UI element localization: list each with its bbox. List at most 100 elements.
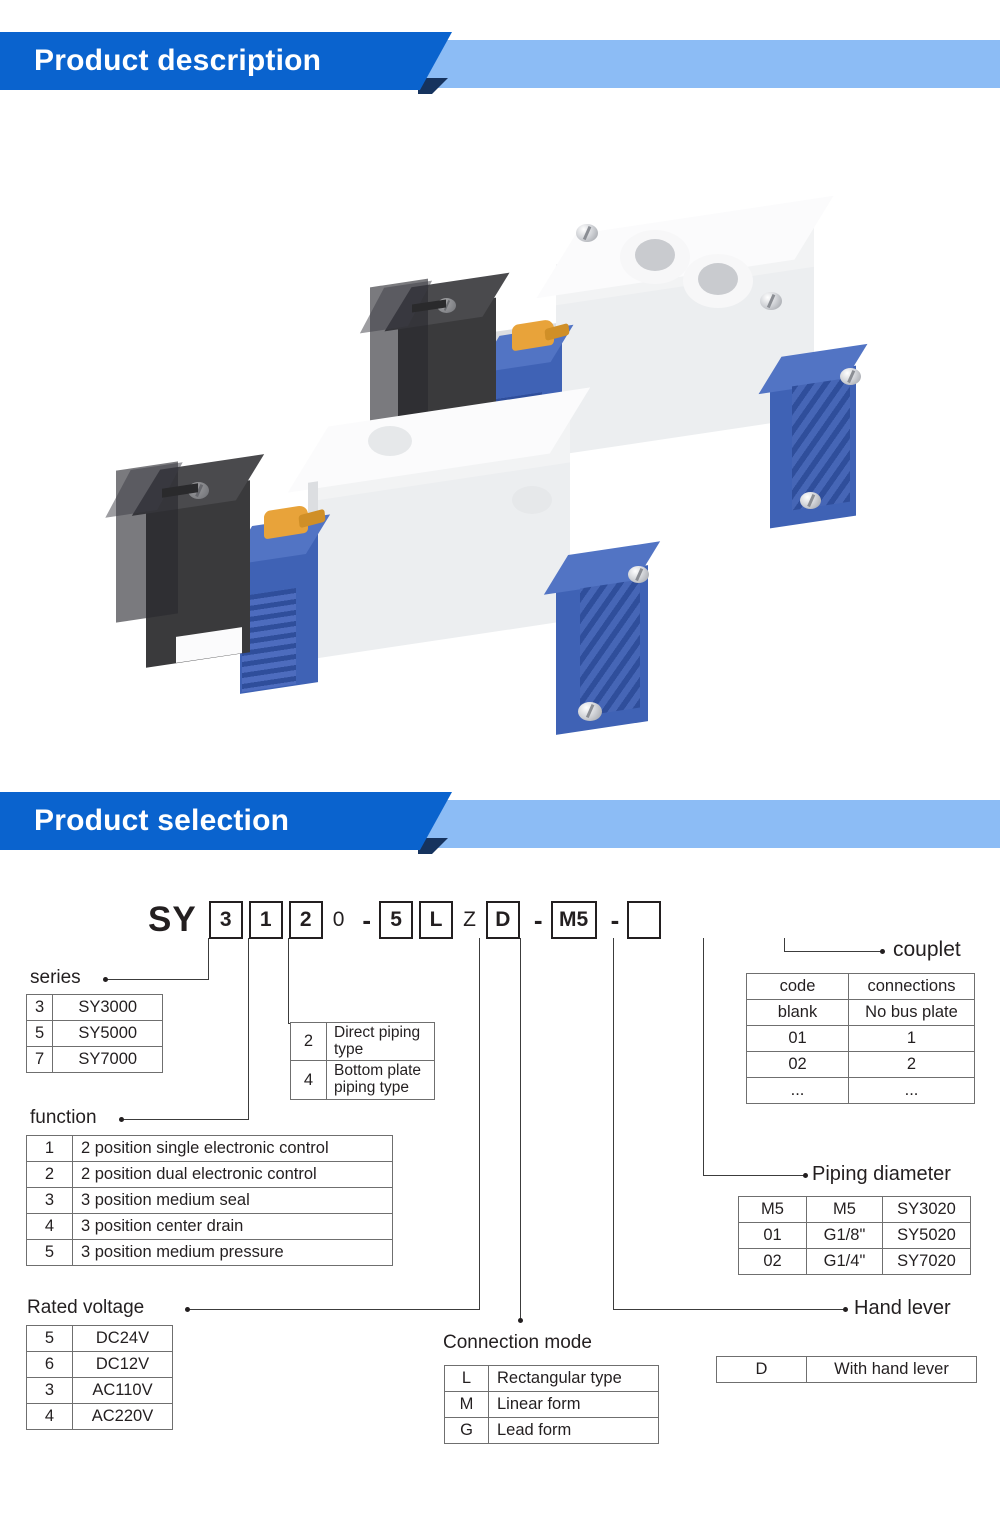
valve-lower-cap-screw-bottom (578, 702, 602, 721)
section-banner-description: Product description (0, 32, 1000, 94)
series-value-1: SY5000 (52, 1020, 164, 1047)
table-row: 5 DC24V (26, 1325, 173, 1352)
model-code-row: SY 3 1 2 0 - 5 L Z D - M5 - (148, 900, 667, 940)
valve-lower-cap-screw-top (628, 566, 649, 583)
couplet-header-connections: connections (848, 973, 975, 1000)
banner-dark-panel: Product description (0, 32, 452, 90)
leader-piping-diameter-dot (803, 1173, 808, 1178)
banner-light-stripe (400, 40, 1000, 88)
model-code-box-hand-lever[interactable]: D (485, 901, 520, 939)
model-code-dash-3: - (610, 905, 620, 935)
model-code-box-voltage[interactable]: 5 (379, 901, 414, 939)
model-code-box-couplet[interactable] (627, 901, 662, 939)
couplet-header-code: code (746, 973, 849, 1000)
piping-diameter-size-1: G1/8" (806, 1222, 883, 1249)
table-row: 7 SY7000 (25, 1046, 164, 1073)
table-row: 6 DC12V (26, 1351, 173, 1378)
table-row: D With hand lever (716, 1356, 977, 1383)
series-value-2: SY7000 (52, 1046, 164, 1073)
piping-diameter-model-0: SY3020 (882, 1196, 971, 1223)
function-code-1: 2 (26, 1161, 73, 1188)
table-row: 4 AC220V (26, 1403, 173, 1430)
label-connection-mode: Connection mode (443, 1332, 592, 1353)
table-rated-voltage: 5 DC24V 6 DC12V 3 AC110V 4 AC220V (26, 1325, 173, 1430)
model-code-prefix: SY (148, 900, 197, 939)
couplet-value-0: No bus plate (848, 999, 975, 1026)
piping-diameter-code-0: M5 (738, 1196, 807, 1223)
piping-diameter-model-2: SY7020 (882, 1248, 971, 1275)
table-row: 4 3 position center drain (26, 1213, 393, 1240)
valve-lower (0, 110, 1000, 770)
connection-code-0: L (444, 1365, 489, 1392)
table-row: 3 AC110V (26, 1377, 173, 1404)
leader-series-h (106, 979, 209, 981)
connection-code-1: M (444, 1391, 489, 1418)
function-value-3: 3 position center drain (72, 1213, 393, 1240)
table-hand-lever: D With hand lever (716, 1356, 977, 1383)
leader-hand-lever-h (613, 1309, 845, 1311)
model-code-box-series[interactable]: 3 (208, 901, 243, 939)
table-row: 2 2 position dual electronic control (26, 1161, 393, 1188)
leader-couplet-dot (880, 949, 885, 954)
function-code-2: 3 (26, 1187, 73, 1214)
series-code-2: 7 (25, 1046, 54, 1073)
valve-lower-port-rear (512, 486, 552, 514)
table-connection-mode: L Rectangular type M Linear form G Lead … (444, 1365, 659, 1444)
model-code-dash-2: - (533, 905, 543, 935)
leader-function-dot (119, 1117, 124, 1122)
couplet-value-1: 1 (848, 1025, 975, 1052)
function-code-4: 5 (26, 1239, 73, 1266)
piping-diameter-size-2: G1/4" (806, 1248, 883, 1275)
model-code-z: Z (463, 908, 476, 931)
leader-function-v (248, 938, 250, 1120)
valve-lower-blue-ribs (242, 587, 296, 693)
valve-upper-cap-screw-top (840, 368, 861, 385)
table-row: 02 2 (746, 1051, 975, 1078)
label-function: function (30, 1107, 97, 1128)
banner-dark-panel-2: Product selection (0, 792, 452, 850)
table-row: M Linear form (444, 1391, 659, 1418)
model-code-box-connection[interactable]: L (419, 901, 454, 939)
label-series: series (30, 967, 81, 988)
valve-upper-port-b-bore (698, 263, 738, 295)
model-code-box-function[interactable]: 1 (248, 901, 283, 939)
connection-value-1: Linear form (488, 1391, 659, 1418)
voltage-value-0: DC24V (72, 1325, 173, 1352)
leader-piping-diameter-h (703, 1175, 805, 1177)
table-row: 01 1 (746, 1025, 975, 1052)
leader-voltage-v (479, 938, 481, 1310)
table-row: 02 G1/4" SY7020 (738, 1248, 971, 1275)
table-row: 4 Bottom plate piping type (290, 1060, 435, 1100)
table-row: 1 2 position single electronic control (26, 1135, 393, 1162)
function-value-0: 2 position single electronic control (72, 1135, 393, 1162)
label-rated-voltage: Rated voltage (27, 1297, 145, 1318)
series-code-1: 5 (25, 1020, 54, 1047)
leader-connection-dot (518, 1318, 523, 1323)
connection-value-2: Lead form (488, 1417, 659, 1444)
leader-couplet-h (784, 951, 882, 953)
piping-type-value-1: Bottom plate piping type (326, 1060, 435, 1100)
table-row: M5 M5 SY3020 (738, 1196, 971, 1223)
leader-voltage-h (188, 1309, 480, 1311)
voltage-code-0: 5 (26, 1325, 73, 1352)
model-code-dash-1: - (362, 905, 372, 935)
table-header-row: code connections (746, 973, 975, 1000)
banner-light-stripe-2 (400, 800, 1000, 848)
product-photo (0, 110, 1000, 770)
valve-upper (0, 110, 1000, 529)
model-code-box-piping-type[interactable]: 2 (288, 901, 323, 939)
voltage-value-3: AC220V (72, 1403, 173, 1430)
couplet-code-1: 01 (746, 1025, 849, 1052)
section-title-selection: Product selection (34, 804, 290, 837)
function-code-0: 1 (26, 1135, 73, 1162)
leader-function-h (122, 1119, 249, 1121)
leader-series-dot (103, 977, 108, 982)
leader-series-v (208, 938, 210, 980)
leader-couplet-v (784, 938, 786, 952)
series-value-0: SY3000 (52, 994, 164, 1021)
valve-upper-screw-right (760, 292, 782, 310)
leader-hand-lever-v (613, 938, 615, 1310)
model-code-box-piping-diameter[interactable]: M5 (550, 901, 597, 939)
product-selection-diagram: SY 3 1 2 0 - 5 L Z D - M5 - series (0, 860, 1000, 1530)
connection-code-2: G (444, 1417, 489, 1444)
